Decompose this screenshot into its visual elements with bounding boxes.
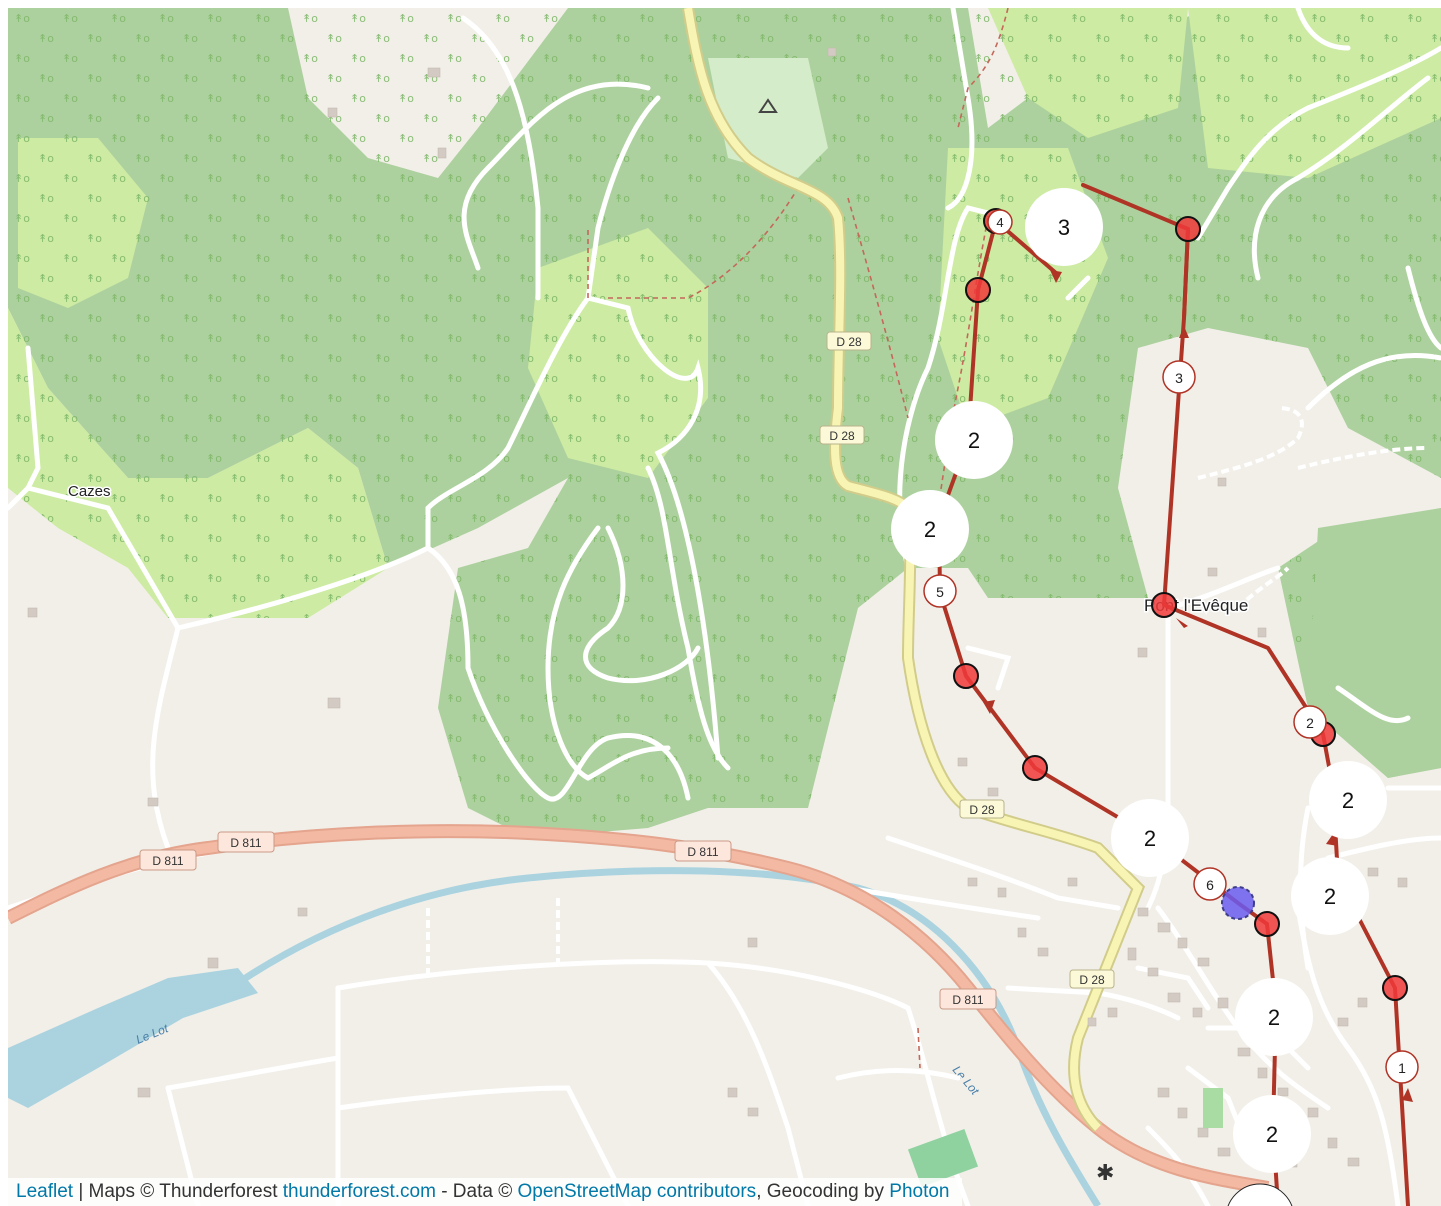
road-shield-d811: D 811 bbox=[674, 840, 732, 862]
svg-text:1: 1 bbox=[1398, 1060, 1406, 1076]
svg-text:D 28: D 28 bbox=[1079, 973, 1105, 987]
road-shield-d811: D 811 bbox=[939, 988, 997, 1010]
waypoint-marker bbox=[953, 663, 979, 689]
route-label-4: 4 bbox=[987, 209, 1013, 235]
attribution-text: - Data © bbox=[435, 1181, 518, 1202]
sports-field bbox=[907, 1128, 979, 1188]
map-tiles[interactable]: ↟o ↟o Le Lot Le Lot bbox=[8, 8, 1441, 1206]
minor-roads bbox=[8, 8, 1441, 1206]
waypoint-marker bbox=[1175, 216, 1201, 242]
waypoint-marker bbox=[1151, 592, 1177, 618]
attribution-text: | Maps © Thunderforest bbox=[73, 1181, 283, 1202]
cluster-bubble: 2 bbox=[1111, 799, 1189, 877]
paths bbox=[587, 8, 1009, 1069]
route-label-1: 1 bbox=[1385, 1050, 1419, 1084]
route-number-labels[interactable]: 4 3 5 2 6 1 bbox=[923, 209, 1419, 1084]
current-position-marker[interactable] bbox=[1221, 886, 1255, 920]
svg-text:3: 3 bbox=[1175, 370, 1183, 386]
cluster-bubble-partial bbox=[1227, 1183, 1293, 1206]
photon-link[interactable]: Photon bbox=[889, 1181, 950, 1202]
park bbox=[1203, 1088, 1223, 1128]
road-labels: D 28 D 28 D 28 D 28 D 811 D 811 bbox=[139, 331, 1115, 1010]
attribution-text: , Geocoding by bbox=[756, 1181, 890, 1202]
route-label-6: 6 bbox=[1193, 867, 1227, 901]
attribution-bar: Leaflet | Maps © Thunderforest thunderfo… bbox=[8, 1178, 962, 1206]
asterisk-icon: ✱ bbox=[1096, 1160, 1114, 1185]
place-label-cazes: Cazes bbox=[68, 483, 111, 500]
svg-text:2: 2 bbox=[1306, 715, 1314, 731]
osm-link[interactable]: OpenStreetMap contributors bbox=[517, 1181, 757, 1202]
leaflet-link[interactable]: Leaflet bbox=[16, 1181, 74, 1202]
svg-text:D 811: D 811 bbox=[952, 993, 983, 1007]
waypoint-marker bbox=[1382, 975, 1408, 1001]
cluster-bubble: 2 bbox=[1233, 1095, 1311, 1173]
svg-text:2: 2 bbox=[1324, 884, 1336, 909]
cluster-bubble: 2 bbox=[1235, 978, 1313, 1056]
svg-text:D 28: D 28 bbox=[829, 429, 855, 443]
cluster-bubble: 3 bbox=[1025, 188, 1103, 266]
route-arrows bbox=[983, 270, 1413, 1102]
svg-text:D 811: D 811 bbox=[152, 854, 183, 868]
cluster-bubble: 2 bbox=[1309, 761, 1387, 839]
route-label-2: 2 bbox=[1293, 705, 1327, 739]
route-label-5: 5 bbox=[923, 574, 957, 608]
svg-text:4: 4 bbox=[996, 215, 1003, 230]
svg-text:D 811: D 811 bbox=[687, 845, 718, 859]
waypoint-marker bbox=[1254, 911, 1280, 937]
svg-text:2: 2 bbox=[924, 517, 936, 542]
waypoint-marker bbox=[1022, 755, 1048, 781]
svg-text:2: 2 bbox=[1342, 788, 1354, 813]
marker-clusters[interactable]: 3 2 2 2 2 2 2 2 bbox=[891, 188, 1387, 1206]
svg-text:2: 2 bbox=[1266, 1122, 1278, 1147]
svg-text:5: 5 bbox=[936, 584, 944, 600]
svg-text:2: 2 bbox=[1268, 1005, 1280, 1030]
map-container[interactable]: ↟o ↟o Le Lot Le Lot bbox=[8, 8, 1441, 1206]
cluster-bubble: 2 bbox=[935, 401, 1013, 479]
svg-text:2: 2 bbox=[968, 428, 980, 453]
svg-text:3: 3 bbox=[1058, 215, 1070, 240]
road-shield-d28: D 28 bbox=[826, 331, 872, 351]
triangle-icon bbox=[758, 98, 778, 113]
cluster-bubble: 2 bbox=[1291, 857, 1369, 935]
route-label-3: 3 bbox=[1162, 360, 1196, 394]
buildings bbox=[27, 47, 1408, 1168]
tracks bbox=[426, 406, 1429, 978]
waypoint-marker bbox=[965, 277, 991, 303]
road-shield-d28: D 28 bbox=[819, 425, 865, 445]
road-shield-d811: D 811 bbox=[217, 831, 275, 853]
svg-text:D 811: D 811 bbox=[230, 836, 261, 850]
road-shield-d28: D 28 bbox=[959, 799, 1005, 819]
road-shield-d28: D 28 bbox=[1069, 969, 1115, 989]
waypoint-markers[interactable] bbox=[953, 208, 1408, 1001]
svg-text:D 28: D 28 bbox=[969, 803, 995, 817]
thunderforest-link[interactable]: thunderforest.com bbox=[282, 1181, 436, 1202]
svg-text:D 28: D 28 bbox=[836, 335, 862, 349]
svg-text:6: 6 bbox=[1206, 877, 1214, 893]
svg-text:2: 2 bbox=[1144, 826, 1156, 851]
road-shield-d811: D 811 bbox=[139, 849, 197, 871]
cluster-bubble: 2 bbox=[891, 490, 969, 568]
